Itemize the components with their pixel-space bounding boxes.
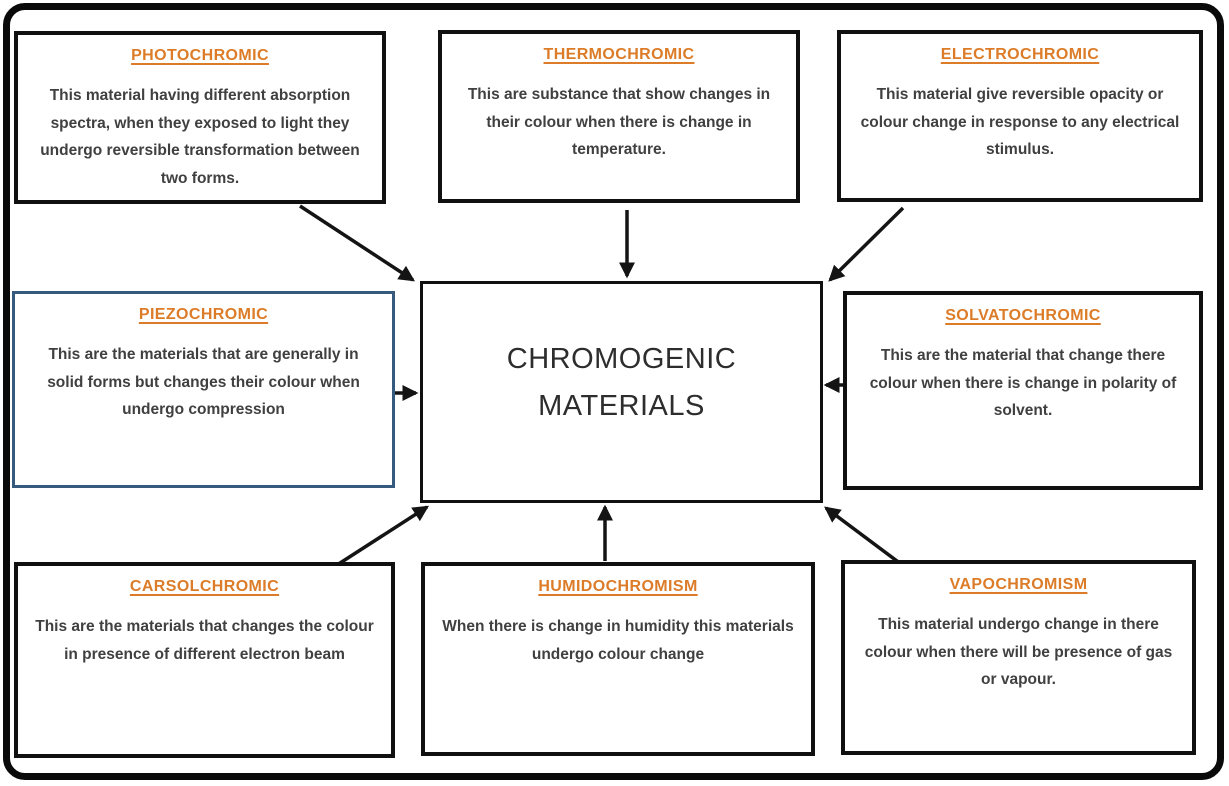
node-electrochromic-description: This material give reversible opacity or… <box>860 86 1180 158</box>
node-thermochromic: THERMOCHROMIC This are substance that sh… <box>438 30 800 203</box>
node-carsolchromic-description: This are the materials that changes the … <box>35 618 374 663</box>
node-solvatochromic-title: SOLVATOCHROMIC <box>945 307 1101 324</box>
node-piezochromic-title: PIEZOCHROMIC <box>138 306 269 323</box>
node-vapochromism-description: This material undergo change in there co… <box>864 616 1173 688</box>
node-humidochromism: HUMIDOCHROMISM When there is change in h… <box>421 562 815 756</box>
node-carsolchromic-title: CARSOLCHROMIC <box>129 578 280 595</box>
arrow-carsolchromic-to-center-icon <box>336 505 430 567</box>
node-electrochromic: ELECTROCHROMIC This material give revers… <box>837 30 1203 202</box>
node-vapochromism: VAPOCHROMISM This material undergo chang… <box>841 560 1196 755</box>
node-humidochromism-description: When there is change in humidity this ma… <box>442 618 794 663</box>
arrow-vapochromism-to-center-icon <box>824 506 903 566</box>
node-photochromic-description: This material having different absorptio… <box>40 87 360 187</box>
node-carsolchromic: CARSOLCHROMIC This are the materials tha… <box>14 562 395 758</box>
node-center-chromogenic-materials: CHROMOGENIC MATERIALS <box>420 281 823 503</box>
node-thermochromic-description: This are substance that show changes in … <box>467 86 771 158</box>
arrow-electrochromic-to-center-icon <box>828 206 905 282</box>
node-vapochromism-title: VAPOCHROMISM <box>949 576 1088 593</box>
node-photochromic: PHOTOCHROMIC This material having differ… <box>14 31 386 204</box>
node-piezochromic-description: This are the materials that are generall… <box>47 346 360 418</box>
node-electrochromic-title: ELECTROCHROMIC <box>940 46 1100 63</box>
node-solvatochromic-description: This are the material that change there … <box>869 347 1177 419</box>
node-thermochromic-title: THERMOCHROMIC <box>543 46 695 63</box>
arrow-photochromic-to-center-icon <box>299 204 416 282</box>
node-piezochromic: PIEZOCHROMIC This are the materials that… <box>12 291 395 488</box>
center-title: CHROMOGENIC MATERIALS <box>506 343 737 422</box>
node-humidochromism-title: HUMIDOCHROMISM <box>538 578 698 595</box>
node-solvatochromic: SOLVATOCHROMIC This are the material tha… <box>843 291 1203 490</box>
node-photochromic-title: PHOTOCHROMIC <box>131 47 269 64</box>
